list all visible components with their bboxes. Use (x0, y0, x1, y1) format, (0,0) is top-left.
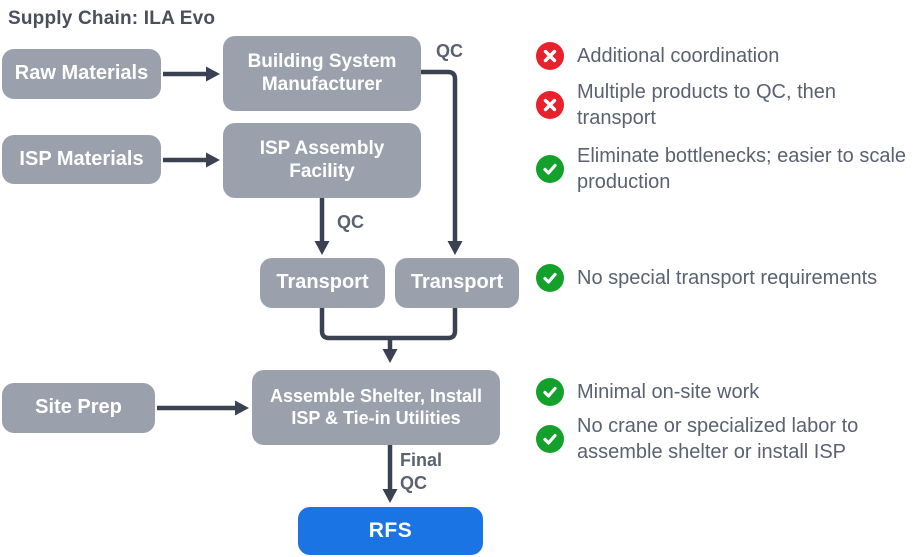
node-building-system-manufacturer: Building System Manufacturer (223, 36, 421, 111)
note-eliminate-bottlenecks: Eliminate bottlenecks; easier to scale p… (536, 143, 916, 195)
node-raw-materials: Raw Materials (2, 49, 161, 99)
note-minimal-onsite-work: Minimal on-site work (536, 378, 759, 406)
connector-transport-merge (319, 308, 458, 341)
node-label: RFS (368, 518, 413, 542)
check-icon (536, 264, 564, 292)
node-label: Assemble Shelter, Install ISP & Tie-in U… (269, 386, 483, 428)
edge-label-qc-top: QC (436, 41, 463, 61)
note-text: Additional coordination (577, 45, 780, 67)
note-text: Minimal on-site work (577, 381, 760, 403)
node-isp-materials: ISP Materials (2, 135, 161, 184)
node-label: Site Prep (35, 396, 122, 419)
edge-label-final-qc: Final QC (400, 450, 443, 493)
node-transport-right: Transport (395, 258, 519, 308)
check-icon (536, 155, 564, 183)
note-no-crane-specialized-labor: No crane or specialized labor to assembl… (536, 413, 916, 465)
page-title: Supply Chain: ILA Evo (8, 8, 216, 29)
node-label: Transport (410, 271, 504, 294)
note-text: No crane or specialized labor to assembl… (577, 415, 859, 463)
node-label: Raw Materials (14, 62, 149, 85)
node-label: ISP Materials (19, 147, 144, 170)
arrow-bsm-to-transport-right (421, 69, 463, 255)
node-label: ISP Assembly Facility (259, 138, 385, 182)
node-isp-assembly-facility: ISP Assembly Facility (223, 123, 421, 198)
note-text: Eliminate bottlenecks; easier to scale p… (577, 145, 907, 193)
node-transport-left: Transport (260, 258, 385, 308)
check-icon (536, 425, 564, 453)
cross-icon (536, 91, 564, 119)
node-label: Transport (276, 271, 369, 294)
edge-label-qc-mid: QC (337, 212, 364, 232)
note-no-special-transport: No special transport requirements (536, 264, 877, 292)
note-additional-coordination: Additional coordination (536, 42, 779, 70)
note-text: No special transport requirements (577, 267, 878, 289)
note-multiple-products-qc: Multiple products to QC, then transport (536, 79, 916, 131)
node-label: Building System Manufacturer (247, 51, 397, 95)
node-assemble-shelter: Assemble Shelter, Install ISP & Tie-in U… (252, 370, 500, 445)
node-rfs: RFS (298, 507, 483, 555)
check-icon (536, 378, 564, 406)
cross-icon (536, 42, 564, 70)
note-text: Multiple products to QC, then transport (577, 81, 837, 129)
node-site-prep: Site Prep (2, 383, 155, 433)
